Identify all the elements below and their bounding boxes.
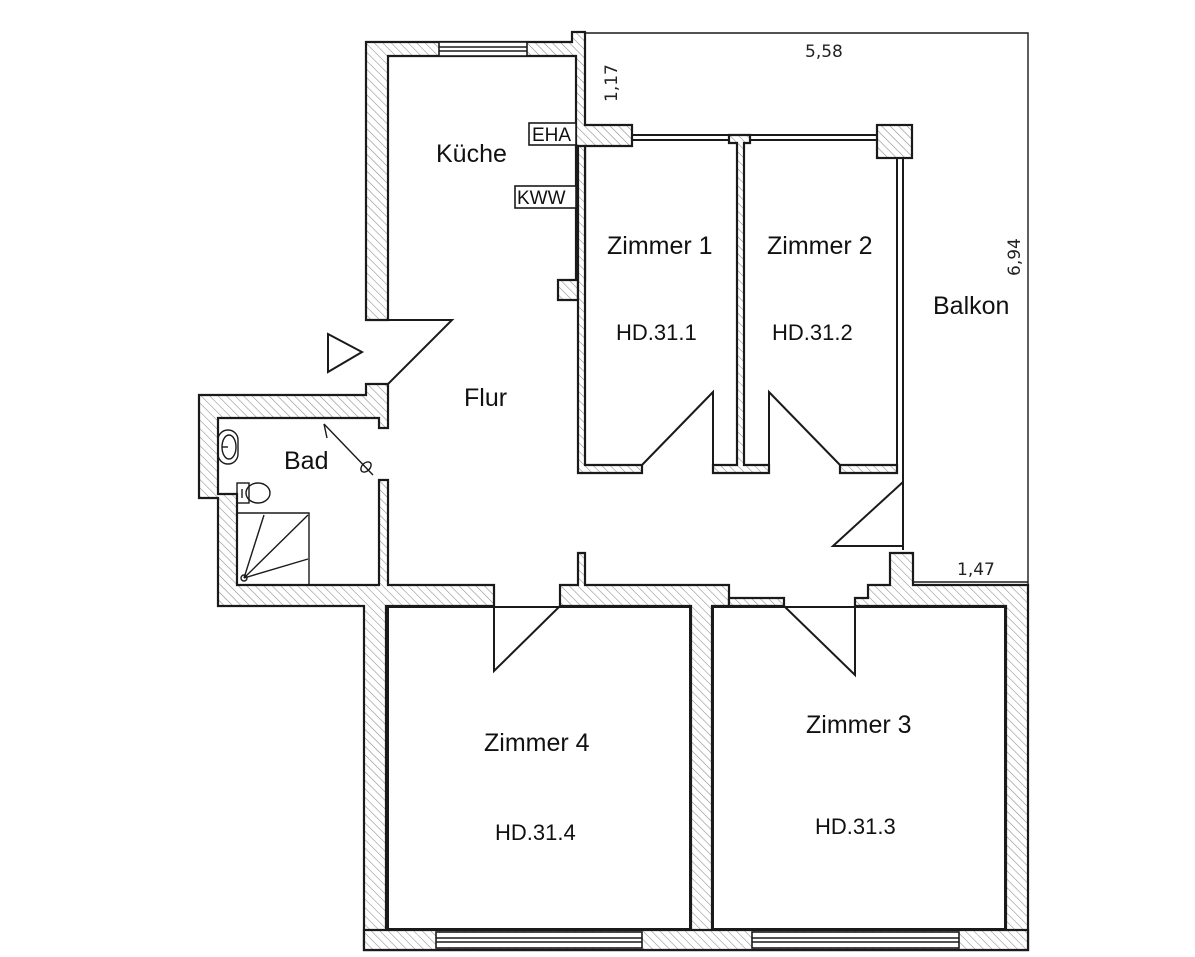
dimension-balcony-length: 6,94 [1005,238,1025,276]
room-label-zimmer-2: Zimmer 2 [767,232,873,260]
bathroom-walls [197,382,496,947]
room-code-zimmer-4: HD.31.4 [495,820,576,845]
toilet-icon [236,482,271,504]
svg-text:EHA: EHA [532,125,571,146]
room-label-bad: Bad [284,447,328,475]
bottom-walls [362,551,1030,952]
room-code-zimmer-3: HD.31.3 [815,814,896,839]
room-1-2-walls [576,123,914,550]
kitchen-walls [364,30,634,322]
dimension-balcony-depth: 1,17 [602,64,622,102]
entrance-door [327,319,455,385]
balcony-outline [584,32,1029,585]
svg-text:KWW: KWW [517,188,566,209]
room-label-kueche: Küche [436,140,507,168]
room-label-flur: Flur [464,384,507,412]
room-code-zimmer-1: HD.31.1 [616,320,697,345]
bathroom-door [323,423,374,476]
room-code-zimmer-2: HD.31.2 [772,320,853,345]
eha-tag: EHA [528,122,577,146]
dimension-balcony-lower: 1,47 [957,560,995,580]
shower-icon [237,512,310,585]
room-label-zimmer-3: Zimmer 3 [806,711,912,739]
washbasin-icon [217,429,239,465]
room-label-balkon: Balkon [933,292,1009,320]
dimension-balcony-width: 5,58 [805,42,843,62]
room-label-zimmer-4: Zimmer 4 [484,729,590,757]
entrance-arrow-icon [327,332,365,374]
kww-tag: KWW [514,185,577,209]
room-label-zimmer-1: Zimmer 1 [607,232,713,260]
